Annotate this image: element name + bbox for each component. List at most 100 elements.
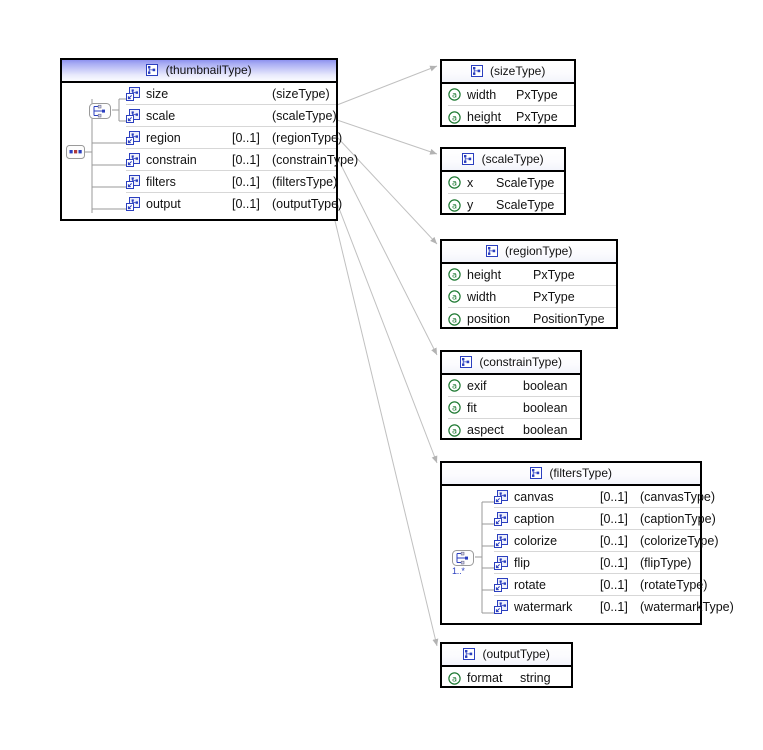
attribute-name: format [467,671,503,685]
compositor-occurrence-label: 1..* [452,566,465,576]
attribute-icon: a [448,671,461,685]
type-box-title: (sizeType) [489,64,546,78]
schema-element-row[interactable]: scale (scaleType) [126,105,337,127]
schema-element-row[interactable]: flip [0..1] (flipType) [494,552,700,574]
attribute-type: PxType [533,289,575,304]
element-icon [494,489,508,504]
schema-element-row[interactable]: rotate[0..1](rotateType) [494,574,707,596]
attribute-name: exif [467,378,487,393]
element-icon [494,533,508,548]
wire-constrainType [336,156,438,356]
type-box-header: (scaleType) [442,149,564,172]
type-box-filtersType[interactable]: (filtersType) [440,461,734,625]
type-box-header: (sizeType) [442,61,574,84]
element-name: region [146,130,181,145]
attribute-icon: a [448,401,461,414]
schema-element-row[interactable]: watermark[0..1](watermarkType) [494,596,734,618]
type-box-thumbnailType[interactable]: (thumbnailType) [60,58,358,221]
element-icon [126,152,140,167]
attribute-type: string [520,671,551,685]
element-icon [126,197,140,211]
svg-text:a: a [452,425,457,435]
element-type: (scaleType) [272,108,337,123]
type-box-header: (outputType) [442,644,571,667]
attribute-name: y [467,198,474,212]
schema-type-icon [470,65,483,77]
element-name: filters [146,174,176,189]
element-occurrence: [0..1] [600,533,628,548]
type-box-header: (regionType) [442,241,616,264]
element-icon [126,108,140,123]
element-type: (watermarkType) [640,600,734,614]
schema-element-row[interactable]: colorize[0..1](colorizeType) [494,530,719,552]
schema-element-row[interactable]: canvas[0..1](canvasType) [494,486,715,508]
element-name: constrain [146,152,197,167]
element-type: (canvasType) [640,489,716,504]
attribute-type: ScaleType [496,175,555,190]
schema-element-row[interactable]: size(sizeType) [126,83,336,105]
element-name: flip [514,555,530,570]
attribute-icon: a [448,268,461,281]
all-compositor-icon[interactable] [452,550,474,569]
svg-text:a: a [452,270,457,280]
type-box-title: (thumbnailType) [165,63,252,77]
element-name: watermark [514,600,573,614]
schema-element-row[interactable]: region[0..1](regionType) [126,127,342,149]
attribute-name: aspect [467,423,504,437]
attribute-icon: a [448,176,461,189]
element-type: (flipType) [640,555,692,570]
svg-text:a: a [452,112,457,122]
attribute-icon: a [448,110,461,124]
wire-scaleType [336,119,438,155]
element-occurrence: [0..1] [232,197,260,211]
attribute-type: boolean [523,378,568,393]
element-icon [494,577,508,592]
element-type: (captionType) [640,511,716,526]
type-box-title: (regionType) [504,244,573,258]
element-occurrence: [0..1] [232,174,260,189]
type-box-title: (filtersType) [549,466,613,480]
svg-text:a: a [452,314,457,324]
element-type: (colorizeType) [640,533,719,548]
schema-element-row[interactable]: filters [0..1] (filtersType) [126,171,338,193]
attribute-type: boolean [523,423,568,437]
attribute-name: height [467,110,502,124]
schema-element-row[interactable]: caption[0..1](captionType) [494,508,716,530]
attribute-icon: a [448,88,461,101]
element-type: (filtersType) [272,174,338,189]
element-name: rotate [514,577,546,592]
sequence-compositor-icon[interactable] [66,145,85,162]
schema-element-row[interactable]: constrain[0..1](constrainType) [126,149,358,171]
element-name: output [146,197,181,211]
schema-element-row[interactable]: output[0..1](outputType) [126,193,342,215]
wire-filtersType [331,189,438,464]
attribute-icon: a [448,198,461,212]
type-box-header: (filtersType) [442,463,700,486]
element-type: (rotateType) [640,577,708,592]
attribute-name: height [467,267,502,282]
element-occurrence: [0..1] [600,555,628,570]
type-box-title: (scaleType) [481,152,544,166]
element-name: canvas [514,489,554,504]
all-compositor-icon[interactable] [89,103,111,122]
element-name: scale [146,108,176,123]
attribute-type: PxType [516,110,558,124]
wire-outputType [329,199,439,647]
